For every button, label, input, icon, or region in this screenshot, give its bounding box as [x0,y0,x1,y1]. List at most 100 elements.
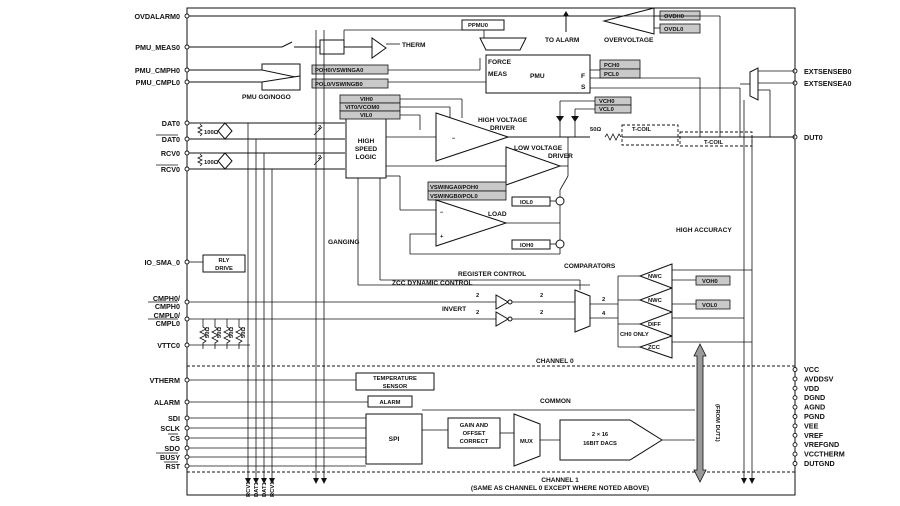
analog-bus-arrow [693,343,707,483]
vswingb-pol-label: VSWINGB0/POL0 [430,194,478,200]
load-label: LOAD [488,211,507,218]
t-coil-2 [679,131,753,147]
gain-line2: OFFSET [463,431,486,437]
temp-line1: TEMPERATURE [373,376,417,382]
pin-rcv-n: RCV0 [161,165,180,174]
bus-label-cmpl: 2 [476,310,479,316]
channel1-note: (SAME AS CHANNEL 0 EXCEPT WHERE NOTED AB… [471,485,649,492]
supply-pin-avddsv: AVDDSV [804,374,834,383]
supply-pin-marker [792,414,798,419]
pin-alarm: ALARM [154,398,180,407]
gain-line3: CORRECT [460,439,489,445]
bottom-pin-2: DAT1 [254,482,260,497]
supply-pin-vdd: VDD [804,384,819,393]
ladder-resistor [223,319,231,349]
pin-extsensea: EXTSENSEA0 [804,79,852,88]
relay-drive-block [202,254,246,273]
ladder-resistor [199,319,207,349]
ioh-current-source [555,239,565,249]
dacs-line1: 2 × 16 [592,432,609,438]
temp-line2: SENSOR [383,384,408,390]
diff-label: DIFF [648,322,661,328]
poh-vswinga-label: POH0/VSWINGA0 [315,68,363,74]
hsl-line1: HIGH [358,138,375,145]
ladder-resistor [235,319,243,349]
hv-driver-line1: HIGH VOLTAGE [478,117,528,124]
pin-vtherm: VTHERM [150,376,180,385]
zcc-dynamic-label: ZCC DYNAMIC CONTROL [392,280,473,287]
rly-line2: DRIVE [215,266,233,272]
supply-pin-list: VCCAVDDSVVDDDGNDAGNDPGNDVEEVREFVREFGNDVC… [792,365,845,468]
high-speed-logic [345,111,387,179]
supply-pin-dgnd: DGND [804,393,825,402]
vil-label: VIL0 [360,113,372,119]
voh-label: VOH0 [702,279,718,285]
t-coil-1-label: T-COIL [632,127,651,133]
bus-label-cmpl-out: 2 [540,310,543,316]
ovdl-label: OVDL0 [664,27,683,33]
spi-label: SPI [389,436,400,443]
right-pins: EXTSENSEB0 EXTSENSEA0 DUT0 VCCAVDDSVVDDD… [792,67,852,468]
rcv-receiver [217,152,233,170]
ovdh-register [659,10,701,21]
supply-pin-marker [792,423,798,429]
pin-pmu-cmpl: PMU_CMPL0 [136,78,180,87]
channel0-label: CHANNEL 0 [536,358,574,365]
therm-label: THERM [402,42,426,49]
overvoltage-comparator [602,7,655,35]
ladder-resistor [211,319,219,349]
bus-label-dat: 2 [318,125,321,131]
dat-receiver [217,122,233,140]
mux-label: MUX [520,439,533,445]
poh-vswinga-register [311,64,389,75]
supply-pin-marker [792,442,798,448]
diff-comparator [638,311,673,337]
bus-label-rcv: 2 [318,155,321,161]
ch0-only-label: CH0 ONLY [620,332,649,338]
left-pins: OVDALARM0 PMU_MEAS0 PMU_CMPH0 PMU_CMPL0 … [134,12,190,471]
supply-pin-vcc: VCC [804,365,819,374]
pmu-f-label: F [581,73,585,80]
channel1-label: CHANNEL 1 [541,477,579,484]
ladder-resistor-label: 50Ω [229,327,235,338]
r100-rcv: 100Ω [204,160,219,166]
supply-pin-marker [792,395,798,401]
pin-cs: CS [170,434,180,443]
high-accuracy-label: HIGH ACCURACY [676,227,732,234]
alarm-block [367,395,413,408]
nwc-comparator-2 [638,287,673,313]
ganging-label: GANGING [328,239,360,246]
hv-driver-line2: DRIVER [490,125,515,132]
pin-io-sma: IO_SMA_0 [144,258,180,267]
gain-offset-correct [447,417,501,449]
supply-pin-dutgnd: DUTGND [804,459,835,468]
supply-pin-marker [792,385,798,391]
pin-rcv: RCV0 [161,149,180,158]
pmu-cmph-comparator [261,63,301,79]
pin-sdo: SDO [164,444,180,453]
hsl-line3: LOGIC [356,154,377,161]
vswinga-poh-label: VSWINGA0/POH0 [430,185,478,191]
supply-pin-marker [792,461,798,466]
comparator-mux [574,289,591,333]
r100-dat: 100Ω [204,130,219,136]
vch-label: VCH0 [599,99,614,105]
from-dut-label: (FROM DUT1) [714,404,720,442]
bus-label-mux-h: 2 [602,297,605,303]
pcl-label: PCL0 [604,72,619,78]
to-alarm-label: TO ALARM [545,37,580,44]
nwc2-label: NWC [648,298,663,304]
bottom-pin-4: RCV1 [270,481,276,497]
voh-register [695,275,731,286]
dacs-line2: 16BIT DACS [583,441,617,447]
vit-vcom-label: VIT0/VCOM0 [345,105,379,111]
supply-pin-vrefgnd: VREFGND [804,440,839,449]
supply-pin-vref: VREF [804,431,824,440]
pin-ovdalarm: OVDALARM0 [134,12,180,21]
bottom-pin-1: RCV1 [246,481,252,497]
chip-outline [186,7,796,496]
comparators-label: COMPARATORS [564,263,616,270]
spi-block [365,413,423,465]
register-control-label: REGISTER CONTROL [458,271,526,278]
